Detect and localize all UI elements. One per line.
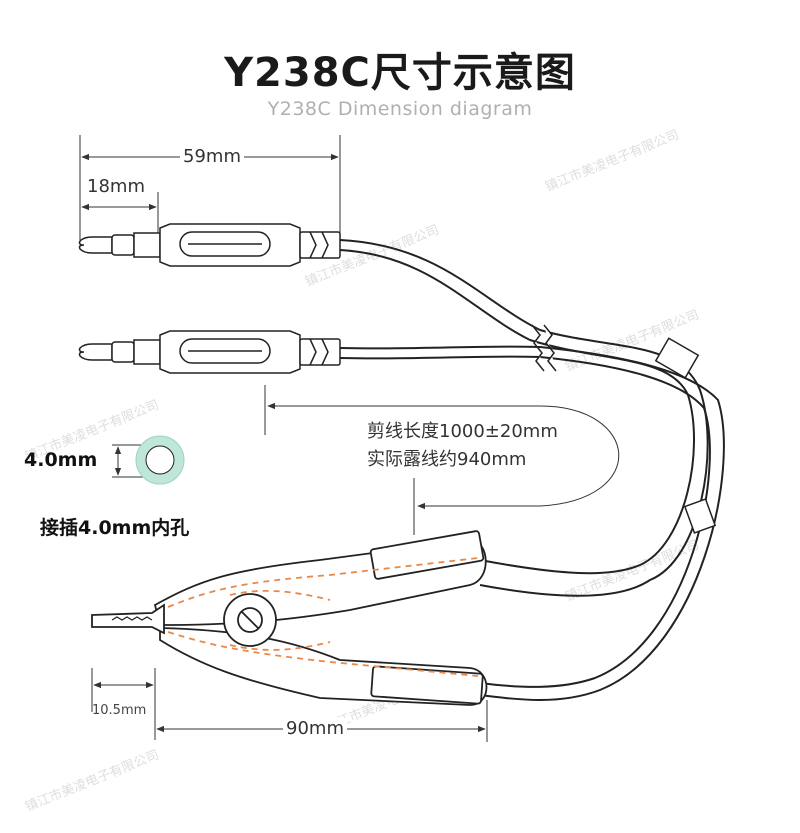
hole-ring-icon: [112, 435, 185, 485]
page-subtitle: Y238C Dimension diagram: [267, 98, 533, 120]
dimension-59mm-label: 59mm: [180, 146, 244, 167]
banana-plug-bottom: [78, 330, 341, 374]
dimension-10.5mm: [91, 668, 156, 740]
cable-length-arrow: [264, 385, 620, 535]
hole-size-label: 4.0mm: [24, 449, 98, 471]
dimension-18mm: [81, 192, 159, 235]
dimension-10.5mm-label: 10.5mm: [92, 703, 147, 718]
cable-length-text: 剪线长度1000±20mm: [367, 421, 558, 442]
cable-sleeve: [654, 337, 717, 534]
alligator-clip: [91, 530, 488, 706]
cable: [339, 239, 725, 701]
banana-plug-top: [78, 223, 341, 267]
cable-exposed-text: 实际露线约940mm: [367, 449, 527, 470]
dimension-18mm-label: 18mm: [84, 176, 148, 197]
page-title: Y238C尺寸示意图: [224, 50, 576, 96]
clip-inner-conductor: [167, 557, 479, 677]
dimension-90mm-label: 90mm: [283, 718, 347, 739]
hole-caption: 接插4.0mm内孔: [40, 517, 190, 539]
cable-break-mark: [531, 324, 557, 372]
